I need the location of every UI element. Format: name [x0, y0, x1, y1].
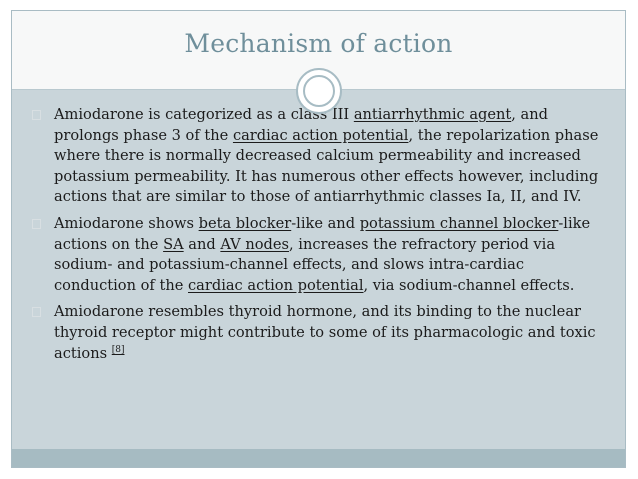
bullet-text: Amiodarone resembles thyroid hormone, an…: [54, 303, 596, 362]
bullet-text: , and prolongs phase 3 of the: [54, 106, 549, 144]
bullet-item: Amiodarone resembles thyroid hormone, an…: [32, 302, 607, 364]
term-link[interactable]: cardiac action potential: [188, 276, 364, 294]
term-link[interactable]: AV nodes: [220, 235, 290, 253]
bullet-square-icon: [32, 218, 41, 229]
footer-band: [12, 449, 625, 467]
term-link[interactable]: cardiac action potential: [232, 126, 409, 144]
circle-ornament-icon: [296, 68, 342, 114]
bullet-text: -like actions on the: [54, 214, 591, 253]
bullet-square-icon: [32, 110, 41, 120]
circle-ornament-inner: [303, 75, 335, 107]
reference-link[interactable]: [8]: [111, 344, 125, 355]
bullet-text: , via sodium-channel effects.: [363, 276, 575, 294]
bullet-item: Amiodarone shows beta blocker-like and p…: [32, 214, 607, 296]
bullet-text: Amiodarone shows: [54, 214, 199, 232]
bullet-text: -like and: [291, 214, 360, 232]
bullet-item: Amiodarone is categorized as a class III…: [32, 105, 607, 208]
term-link[interactable]: SA: [163, 235, 184, 253]
bullet-text: and: [183, 235, 221, 253]
content-panel: Amiodarone is categorized as a class III…: [12, 90, 625, 449]
bullet-square-icon: [32, 307, 41, 318]
slide-title: Mechanism of action: [184, 29, 453, 58]
bullet-list: Amiodarone is categorized as a class III…: [32, 105, 607, 370]
bullet-text: Amiodarone is categorized as a class III: [54, 106, 354, 123]
bullet-text: , the repolarization phase where there i…: [54, 126, 599, 206]
term-link[interactable]: beta blocker: [198, 214, 292, 232]
term-link[interactable]: antiarrhythmic agent: [353, 106, 512, 123]
bullet-text: , increases the refractory period via so…: [54, 235, 556, 294]
term-link[interactable]: potassium channel blocker: [359, 214, 559, 232]
